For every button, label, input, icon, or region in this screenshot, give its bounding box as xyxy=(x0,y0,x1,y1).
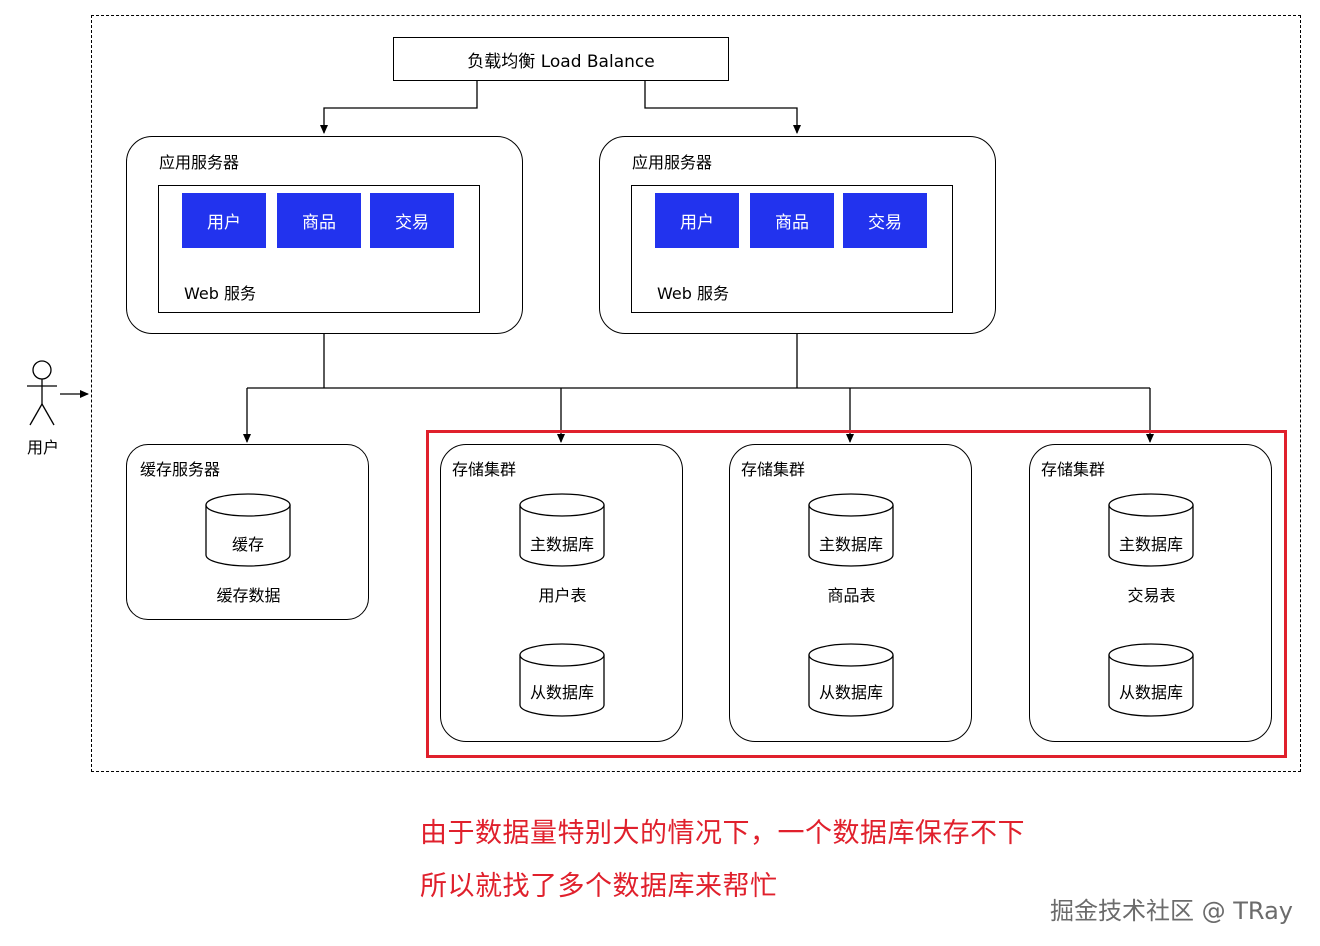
web-service-label: Web 服务 xyxy=(184,284,256,303)
app-server-2: 应用服务器 用户 商品 交易 Web 服务 xyxy=(599,136,996,334)
app-server-1: 应用服务器 用户 商品 交易 Web 服务 xyxy=(126,136,523,334)
user-label: 用户 xyxy=(26,438,59,457)
master-db-icon: 主数据库 xyxy=(519,493,605,567)
table-caption: 交易表 xyxy=(1127,586,1176,605)
master-db-icon: 主数据库 xyxy=(1108,493,1194,567)
system-boundary xyxy=(91,15,1301,772)
slave-db-icon: 从数据库 xyxy=(808,643,894,717)
storage-cluster-2: 存储集群 主数据库 商品表 从数据库 xyxy=(729,444,972,742)
web-service-label: Web 服务 xyxy=(657,284,729,303)
module-trade: 交易 xyxy=(370,193,454,248)
web-service-panel: 用户 商品 交易 Web 服务 xyxy=(158,185,480,313)
master-db-icon: 主数据库 xyxy=(808,493,894,567)
module-goods: 商品 xyxy=(277,193,361,248)
storage-cluster-title: 存储集群 xyxy=(1041,460,1106,479)
storage-cluster-title: 存储集群 xyxy=(741,460,806,479)
annotation-line-2: 所以就找了多个数据库来帮忙 xyxy=(420,871,778,902)
cache-server-title: 缓存服务器 xyxy=(140,460,221,479)
storage-cluster-1: 存储集群 主数据库 用户表 从数据库 xyxy=(440,444,683,742)
slave-db-label: 从数据库 xyxy=(1118,683,1183,702)
web-service-panel: 用户 商品 交易 Web 服务 xyxy=(631,185,953,313)
storage-highlight-frame xyxy=(426,430,1287,758)
app-server-title: 应用服务器 xyxy=(159,153,240,172)
annotation-line-1: 由于数据量特别大的情况下，一个数据库保存不下 xyxy=(420,818,1025,849)
master-db-label: 主数据库 xyxy=(1118,535,1183,554)
cache-db-icon: 缓存 xyxy=(205,493,291,567)
load-balancer-box: 负载均衡 Load Balance xyxy=(393,37,729,81)
table-caption: 商品表 xyxy=(827,586,876,605)
storage-cluster-title: 存储集群 xyxy=(452,460,517,479)
module-trade: 交易 xyxy=(843,193,927,248)
watermark: 掘金技术社区 @ TRay xyxy=(1050,897,1293,925)
module-user: 用户 xyxy=(182,193,266,248)
storage-cluster-3: 存储集群 主数据库 交易表 从数据库 xyxy=(1029,444,1272,742)
slave-db-label: 从数据库 xyxy=(529,683,594,702)
cache-server: 缓存服务器 缓存 缓存数据 xyxy=(126,444,369,620)
cache-db-label: 缓存 xyxy=(231,535,264,554)
module-user: 用户 xyxy=(655,193,739,248)
slave-db-icon: 从数据库 xyxy=(1108,643,1194,717)
user-figure-icon xyxy=(27,360,57,426)
slave-db-label: 从数据库 xyxy=(818,683,883,702)
table-caption: 用户表 xyxy=(538,586,587,605)
module-goods: 商品 xyxy=(750,193,834,248)
master-db-label: 主数据库 xyxy=(818,535,883,554)
slave-db-icon: 从数据库 xyxy=(519,643,605,717)
master-db-label: 主数据库 xyxy=(529,535,594,554)
cache-data-caption: 缓存数据 xyxy=(216,586,281,605)
app-server-title: 应用服务器 xyxy=(632,153,713,172)
